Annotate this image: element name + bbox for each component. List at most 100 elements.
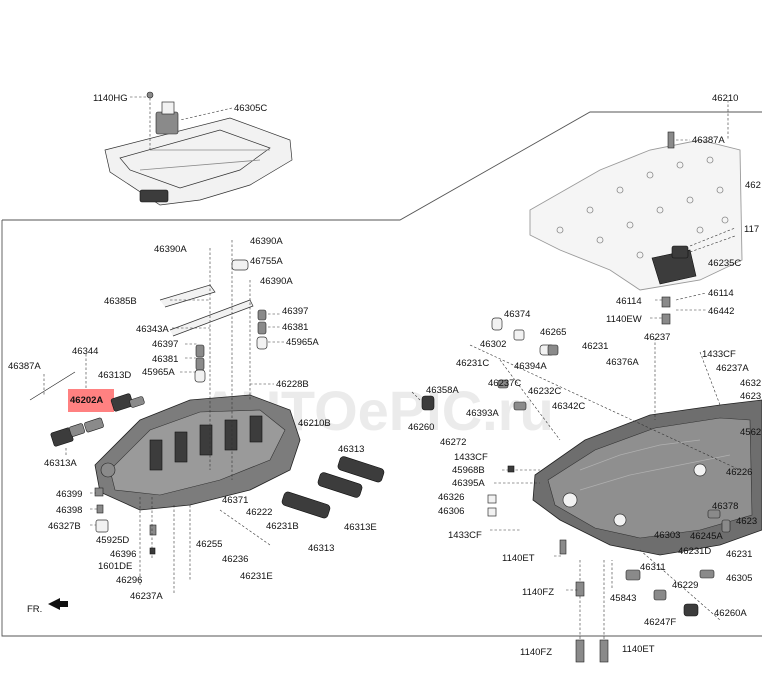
label-46296: 46296 <box>116 575 142 586</box>
label-46231: 46231 <box>582 341 608 352</box>
part-labels: 1140HG 46305C 46210 46387A 462 117 46235… <box>8 93 761 658</box>
front-direction-indicator: FR. <box>27 598 68 615</box>
label-46313D: 46313D <box>98 370 131 381</box>
label-46237A-bottom: 46237A <box>130 591 163 602</box>
lower-valve-body-right[interactable] <box>532 399 762 556</box>
label-46229: 46229 <box>672 580 698 591</box>
label-46343A: 46343A <box>136 324 169 335</box>
label-46231E: 46231E <box>240 571 273 582</box>
label-46358A: 46358A <box>426 385 459 396</box>
label-46390A-left: 46390A <box>154 244 187 255</box>
label-45968B: 45968B <box>452 465 485 476</box>
label-46374: 46374 <box>504 309 530 320</box>
label-46231D: 46231D <box>678 546 711 557</box>
label-46247F: 46247F <box>644 617 676 628</box>
label-46305C: 46305C <box>234 103 267 114</box>
label-46228B: 46228B <box>276 379 309 390</box>
label-46226: 46226 <box>726 467 752 478</box>
label-46344: 46344 <box>72 346 98 357</box>
label-46378: 46378 <box>712 501 738 512</box>
label-46393A: 46393A <box>466 408 499 419</box>
label-46387A-right: 46387A <box>692 135 725 146</box>
label-46371: 46371 <box>222 495 248 506</box>
label-46260A: 46260A <box>714 608 747 619</box>
label-45925D: 45925D <box>96 535 129 546</box>
label-46396: 46396 <box>110 549 136 560</box>
label-46385B: 46385B <box>104 296 137 307</box>
label-46387A-left: 46387A <box>8 361 41 372</box>
label-46313-a: 46313 <box>338 444 364 455</box>
label-46210: 46210 <box>712 93 738 104</box>
label-46231-bottom: 46231 <box>726 549 752 560</box>
label-1433CF-bottom: 1433CF <box>448 530 482 541</box>
label-4562-right: 4562 <box>740 427 761 438</box>
label-46272: 46272 <box>440 437 466 448</box>
lower-valve-body-left[interactable] <box>94 394 301 511</box>
label-1140HG: 1140HG <box>93 93 128 104</box>
label-46326: 46326 <box>438 492 464 503</box>
diagram-frame <box>1 111 762 637</box>
label-46235C: 46235C <box>708 258 741 269</box>
label-46397-b: 46397 <box>152 339 178 350</box>
label-1433CF-mid: 1433CF <box>454 452 488 463</box>
label-1433CF-top: 1433CF <box>702 349 736 360</box>
label-117: 117 <box>744 224 759 235</box>
label-46313A: 46313A <box>44 458 77 469</box>
label-46114-a: 46114 <box>708 288 734 299</box>
label-1140ET-mid: 1140ET <box>502 553 535 564</box>
label-46398: 46398 <box>56 505 82 516</box>
label-46442: 46442 <box>708 306 734 317</box>
label-46397-a: 46397 <box>282 306 308 317</box>
label-4632-right: 4632 <box>740 378 761 389</box>
label-46236: 46236 <box>222 554 248 565</box>
label-462-right: 462 <box>745 180 761 191</box>
label-46237: 46237 <box>644 332 670 343</box>
label-1601DE: 1601DE <box>98 561 132 572</box>
label-1140ET-bottom: 1140ET <box>622 644 655 655</box>
label-46260: 46260 <box>408 422 434 433</box>
solenoid-block-46235C[interactable] <box>651 227 736 285</box>
label-4623-right-2: 4623 <box>736 516 757 527</box>
label-46399: 46399 <box>56 489 82 500</box>
small-parts-right <box>421 296 731 617</box>
label-46114-b: 46114 <box>616 296 642 307</box>
solenoid-46313[interactable] <box>281 472 363 520</box>
label-46231C: 46231C <box>456 358 489 369</box>
label-46342C: 46342C <box>552 401 585 412</box>
label-1140FZ-bottom: 1140FZ <box>520 647 552 658</box>
label-1140FZ-mid: 1140FZ <box>522 587 554 598</box>
label-46202A-highlighted: 46202A <box>70 395 103 406</box>
front-label: FR. <box>27 604 42 615</box>
label-46245A: 46245A <box>690 531 723 542</box>
label-1140EW: 1140EW <box>606 314 642 325</box>
label-46381-b: 46381 <box>152 354 178 365</box>
solenoid-46313E[interactable] <box>337 456 385 484</box>
solenoid-46313A[interactable] <box>50 417 104 447</box>
upper-valve-body-46305C[interactable] <box>104 91 293 206</box>
label-46390A-mid: 46390A <box>250 236 283 247</box>
front-arrow-icon <box>48 598 68 610</box>
label-46390A-bottom: 46390A <box>260 276 293 287</box>
label-46232C: 46232C <box>528 386 561 397</box>
label-46394A: 46394A <box>514 361 547 372</box>
label-4623-right: 4623 <box>740 391 761 402</box>
label-46231B: 46231B <box>266 521 299 532</box>
label-46255: 46255 <box>196 539 222 550</box>
label-46222: 46222 <box>246 507 272 518</box>
label-46327B: 46327B <box>48 521 81 532</box>
label-46311: 46311 <box>640 562 666 573</box>
label-46302: 46302 <box>480 339 506 350</box>
label-46755A: 46755A <box>250 256 283 267</box>
label-46376A: 46376A <box>606 357 639 368</box>
solenoid-46202A[interactable] <box>68 389 145 412</box>
bolts <box>559 131 675 663</box>
label-46237A-right: 46237A <box>716 363 749 374</box>
label-46265: 46265 <box>540 327 566 338</box>
label-46237C: 46237C <box>488 378 521 389</box>
label-46210B: 46210B <box>298 418 331 429</box>
label-45965A-left: 45965A <box>142 367 175 378</box>
label-46313-b: 46313 <box>308 543 334 554</box>
label-46305: 46305 <box>726 573 752 584</box>
